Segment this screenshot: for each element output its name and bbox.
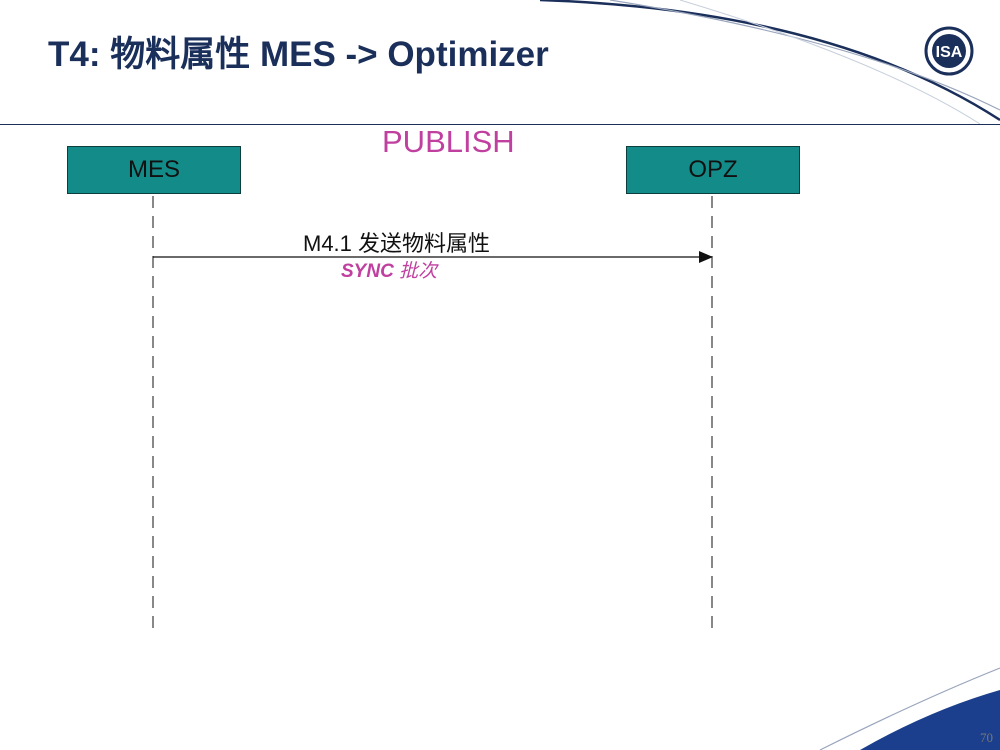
message-label: M4.1 发送物料属性 [303, 231, 491, 256]
header-swoosh-2 [609, 0, 1000, 111]
slide-title: T4: 物料属性 MES -> Optimizer [48, 35, 549, 74]
message-sublabel-rest: 批次 [393, 261, 438, 282]
lifeline-label-opz: OPZ [688, 156, 738, 183]
header-swoosh-3 [679, 0, 981, 125]
message-sublabel-bold: SYNC [341, 261, 394, 282]
isa-logo-text: ISA [936, 44, 963, 61]
publish-heading: PUBLISH [382, 124, 515, 159]
footer-swoosh [860, 690, 1000, 750]
lifeline-box-mes: MES [67, 146, 241, 194]
isa-logo: ISA [924, 26, 974, 76]
header-swoosh-1 [539, 0, 1000, 122]
footer-swoosh-line [819, 667, 1000, 750]
message-arrow-head [699, 251, 713, 263]
title-divider [0, 124, 1000, 125]
message-sublabel: SYNC 批次 [341, 256, 437, 283]
page-number: 70 [980, 730, 993, 745]
lifeline-label-mes: MES [127, 156, 180, 183]
lifeline-box-opz: OPZ [626, 146, 800, 194]
